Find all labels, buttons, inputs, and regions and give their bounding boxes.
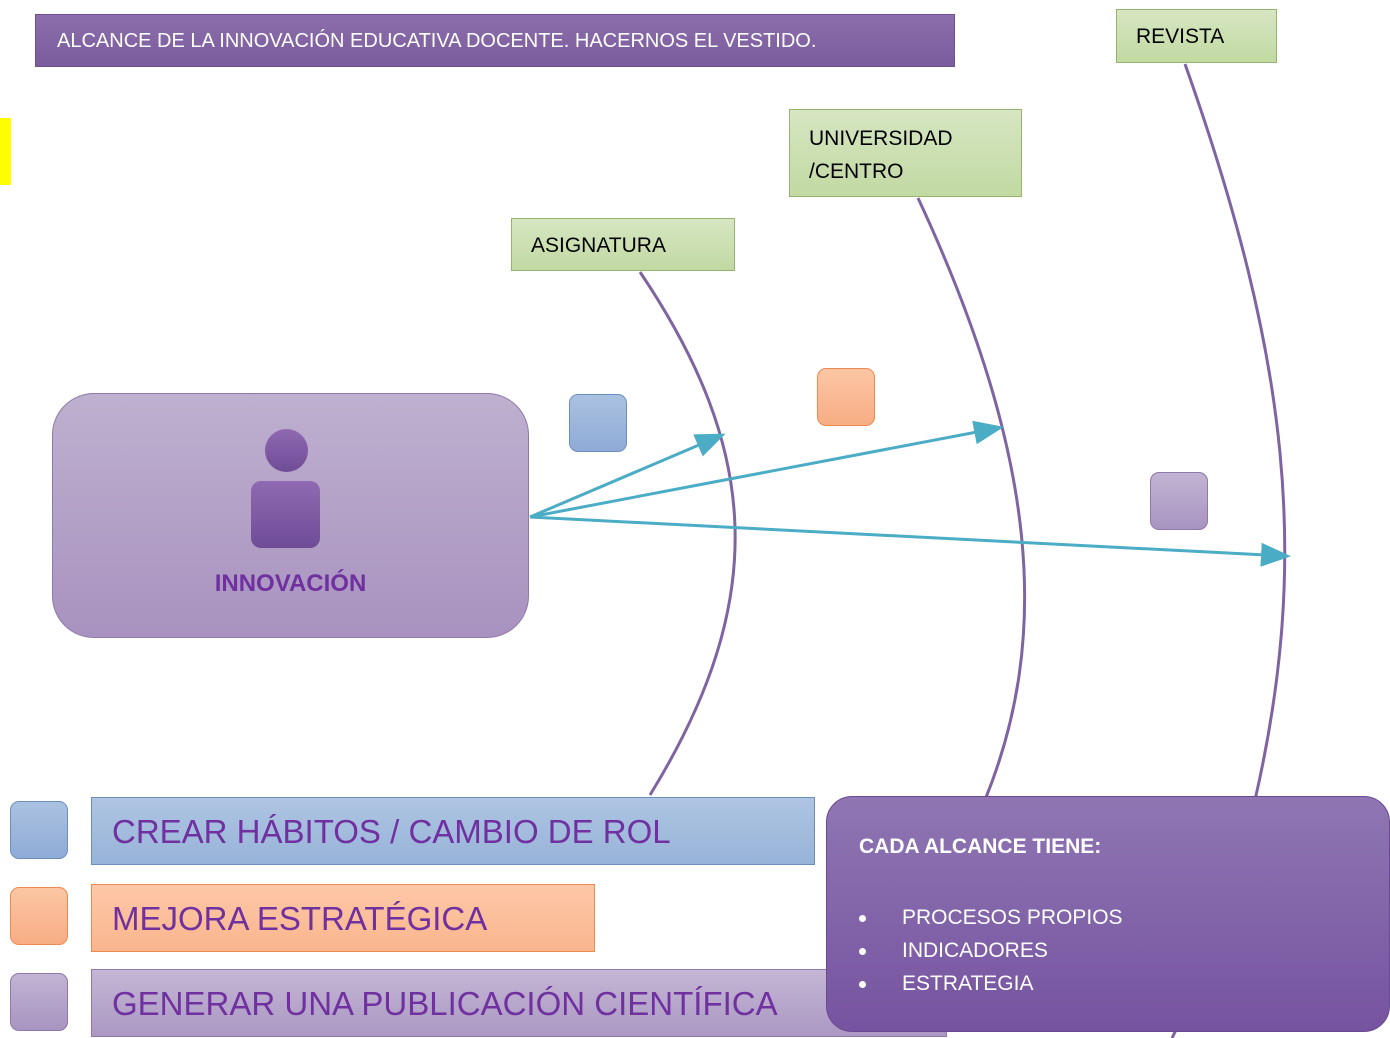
diagram-title: ALCANCE DE LA INNOVACIÓN EDUCATIVA DOCEN… xyxy=(35,14,955,67)
arrow-to-universidad xyxy=(529,420,1004,519)
legend-item-mejora: MEJORA ESTRATÉGICA xyxy=(91,884,595,952)
info-title: CADA ALCANCE TIENE: xyxy=(859,835,1102,858)
scope-label-universidad: UNIVERSIDAD /CENTRO xyxy=(789,109,1022,197)
info-box: CADA ALCANCE TIENE: PROCESOS PROPIOS IND… xyxy=(826,796,1390,1032)
marker-square-orange xyxy=(817,368,875,426)
revista-curve xyxy=(1183,63,1287,801)
universidad-curve xyxy=(916,197,1027,801)
info-item-indicadores: INDICADORES xyxy=(859,934,1123,967)
info-item-estrategia: ESTRATEGIA xyxy=(859,967,1123,1000)
innovation-label: INNOVACIÓN xyxy=(214,570,367,597)
person-icon xyxy=(251,481,320,548)
legend-item-habitos: CREAR HÁBITOS / CAMBIO DE ROL xyxy=(91,797,815,865)
scope-label-universidad-line2: /CENTRO xyxy=(809,160,904,183)
marker-square-purple xyxy=(1150,472,1208,530)
scope-label-universidad-line1: UNIVERSIDAD xyxy=(809,127,953,150)
legend-swatch-blue xyxy=(10,801,68,859)
arrow-to-asignatura xyxy=(529,433,726,519)
highlight-mark xyxy=(0,118,11,185)
info-list: PROCESOS PROPIOS INDICADORES ESTRATEGIA xyxy=(859,901,1123,1000)
scope-label-asignatura: ASIGNATURA xyxy=(511,218,735,271)
scope-label-revista: REVISTA xyxy=(1116,9,1277,63)
person-icon-head xyxy=(265,429,308,472)
asignatura-curve xyxy=(638,271,737,796)
info-item-procesos: PROCESOS PROPIOS xyxy=(859,901,1123,934)
marker-square-blue xyxy=(569,394,627,452)
legend-swatch-orange xyxy=(10,887,68,945)
arrow-to-revista xyxy=(529,515,1291,567)
legend-swatch-purple xyxy=(10,973,68,1031)
legend-item-publicacion: GENERAR UNA PUBLICACIÓN CIENTÍFICA xyxy=(91,969,947,1037)
